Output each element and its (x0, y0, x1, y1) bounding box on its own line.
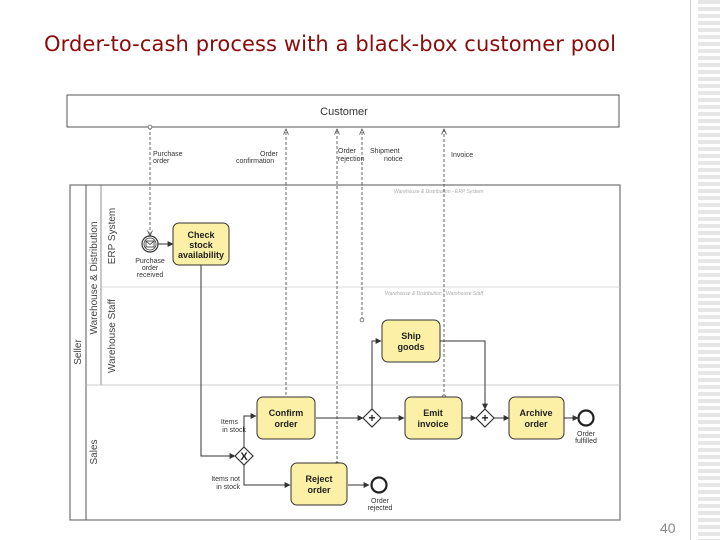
start-event-purchase-order-received (141, 235, 159, 253)
task-ship-goods: Ship goods (381, 319, 441, 363)
seller-pool-label: Seller (73, 339, 84, 365)
flow-ship-to-and-join (440, 340, 488, 410)
lane-erp-system-label: ERP System (107, 208, 118, 265)
task-ship-goods-line1: Ship (401, 331, 421, 341)
message-label-order-confirmation-line1: Order (260, 151, 279, 158)
slide-edge-line (690, 0, 691, 540)
label-items-in-stock-line2: in stock (222, 427, 246, 434)
gateway-condition-labels: Items in stock Items not in stock (211, 419, 246, 491)
task-check-stock: Check stock availability (172, 222, 230, 266)
label-items-in-stock-line1: Items (221, 419, 239, 426)
task-emit-invoice-line1: Emit (423, 408, 443, 418)
task-ship-goods-line2: goods (398, 342, 425, 352)
slide-edge-decoration (698, 0, 720, 540)
task-confirm-order-line1: Confirm (269, 408, 304, 418)
task-reject-order-line1: Reject (305, 474, 332, 484)
task-check-stock-line1: Check (187, 230, 215, 240)
task-confirm-order: Confirm order (256, 396, 316, 440)
task-confirm-order-line2: order (274, 419, 298, 429)
end-event-order-fulfilled: Order fulfilled (575, 409, 597, 445)
and-split-gateway-symbol: + (368, 411, 375, 425)
task-check-stock-line2: stock (189, 240, 214, 250)
task-check-stock-line3: availability (178, 250, 224, 260)
message-flows (150, 127, 444, 464)
message-label-purchase-order-line2: order (153, 158, 170, 165)
faint-lane-label-erp: Warehouse & Distribution - ERP System (394, 189, 483, 195)
end-event-order-rejected: Order rejected (368, 476, 393, 512)
customer-pool-label: Customer (320, 106, 368, 118)
task-reject-order: Reject order (290, 462, 348, 506)
message-label-shipment-notice-line1: Shipment (370, 148, 400, 155)
and-join-gateway-symbol: + (481, 411, 488, 425)
and-join-gateway: + (475, 408, 495, 428)
task-emit-invoice-line2: invoice (417, 419, 448, 429)
label-items-not-in-stock-line2: in stock (216, 484, 240, 491)
xor-gateway: X (234, 446, 254, 466)
page-number: 40 (660, 520, 676, 536)
message-label-shipment-notice-line2: notice (384, 156, 403, 163)
message-label-invoice: Invoice (451, 152, 473, 159)
task-archive-order-line1: Archive (519, 408, 552, 418)
end-event-order-fulfilled-line2: fulfilled (575, 438, 597, 445)
message-label-purchase-order-line1: Purchase (153, 151, 183, 158)
lane-sales-label: Sales (89, 439, 100, 464)
lane-warehouse-staff-label: Warehouse Staff (107, 299, 118, 373)
end-event-order-rejected-line2: rejected (368, 505, 393, 512)
xor-gateway-symbol: X (240, 451, 248, 463)
start-event-label-line3: received (137, 272, 164, 279)
label-items-not-in-stock-line1: Items not (211, 476, 240, 483)
task-reject-order-line2: order (307, 485, 331, 495)
start-event-label-line1: Purchase (135, 258, 165, 265)
end-event-order-fulfilled-line1: Order (577, 431, 596, 438)
message-labels: Purchase order Order confirmation Order … (153, 148, 473, 165)
and-split-gateway: + (362, 408, 382, 428)
flow-xor-to-confirm (243, 413, 257, 447)
task-archive-order: Archive order (508, 396, 565, 440)
message-label-order-rejection-line1: Order (338, 148, 357, 155)
flow-and-split-to-ship (371, 338, 382, 409)
start-event-label: Purchase order received (135, 258, 165, 279)
end-event-order-rejected-line1: Order (371, 498, 390, 505)
task-emit-invoice: Emit invoice (404, 396, 463, 440)
task-archive-order-line2: order (524, 419, 548, 429)
sequence-flows (158, 241, 579, 488)
flow-xor-to-reject (243, 465, 291, 488)
start-event-label-line2: order (142, 265, 159, 272)
customer-pool: Customer (66, 94, 620, 128)
message-label-order-rejection-line2: rejection (338, 156, 365, 163)
flow-check-to-xor (200, 265, 236, 459)
message-label-order-confirmation-line2: confirmation (236, 158, 274, 165)
lane-warehouse-distribution-label: Warehouse & Distribution (89, 221, 100, 334)
slide-title: Order-to-cash process with a black-box c… (44, 32, 617, 56)
faint-lane-label-staff: Warehouse & Distribution - Warehouse Sta… (385, 291, 484, 297)
